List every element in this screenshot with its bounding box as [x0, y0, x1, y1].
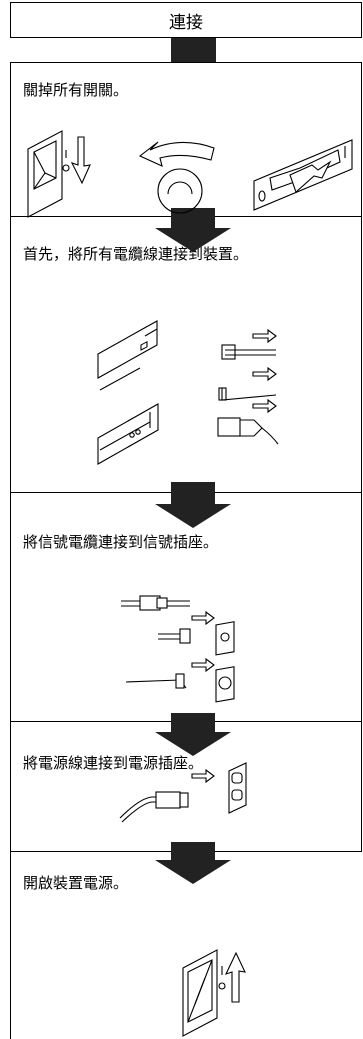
step-5-box: 開啟裝置電源。 — [10, 851, 362, 1039]
flow-arrow-4 — [155, 842, 231, 884]
step-3-box: 將信號電纜連接到信號插座。 — [10, 492, 362, 722]
flow-arrow-1 — [155, 208, 231, 252]
step-3-text: 將信號電纜連接到信號插座。 — [23, 533, 219, 551]
step-1-text: 關掉所有開關。 — [23, 81, 129, 99]
power-plug-icon — [119, 768, 215, 823]
power-outlet-icon — [228, 762, 247, 814]
step-1-box: 關掉所有開關。 — [10, 62, 362, 217]
toggle-switch-icon — [253, 139, 353, 211]
flow-arrow-2 — [155, 482, 231, 528]
cable-connectors-icon — [217, 328, 279, 445]
flow-arrow-3 — [155, 713, 231, 756]
signal-plug-socket-icon — [158, 610, 235, 656]
up-arrow-icon — [224, 951, 246, 1003]
rotary-knob-icon — [138, 141, 215, 214]
page-title: 連接 — [169, 12, 203, 33]
down-arrow-icon — [70, 136, 91, 185]
signal-cable-icon — [121, 595, 190, 611]
coax-plug-socket-icon — [125, 657, 235, 703]
device-unit-top-icon — [97, 320, 158, 391]
title-box: 連接 — [10, 2, 362, 38]
power-switch-on-icon — [182, 949, 226, 1037]
device-unit-bottom-icon — [97, 403, 159, 465]
step-5-text: 開啟裝置電源。 — [23, 874, 129, 892]
connector-block — [171, 38, 216, 62]
rocker-switch-icon — [27, 130, 70, 218]
step-4-text: 將電源線連接到電源插座。 — [23, 754, 204, 772]
